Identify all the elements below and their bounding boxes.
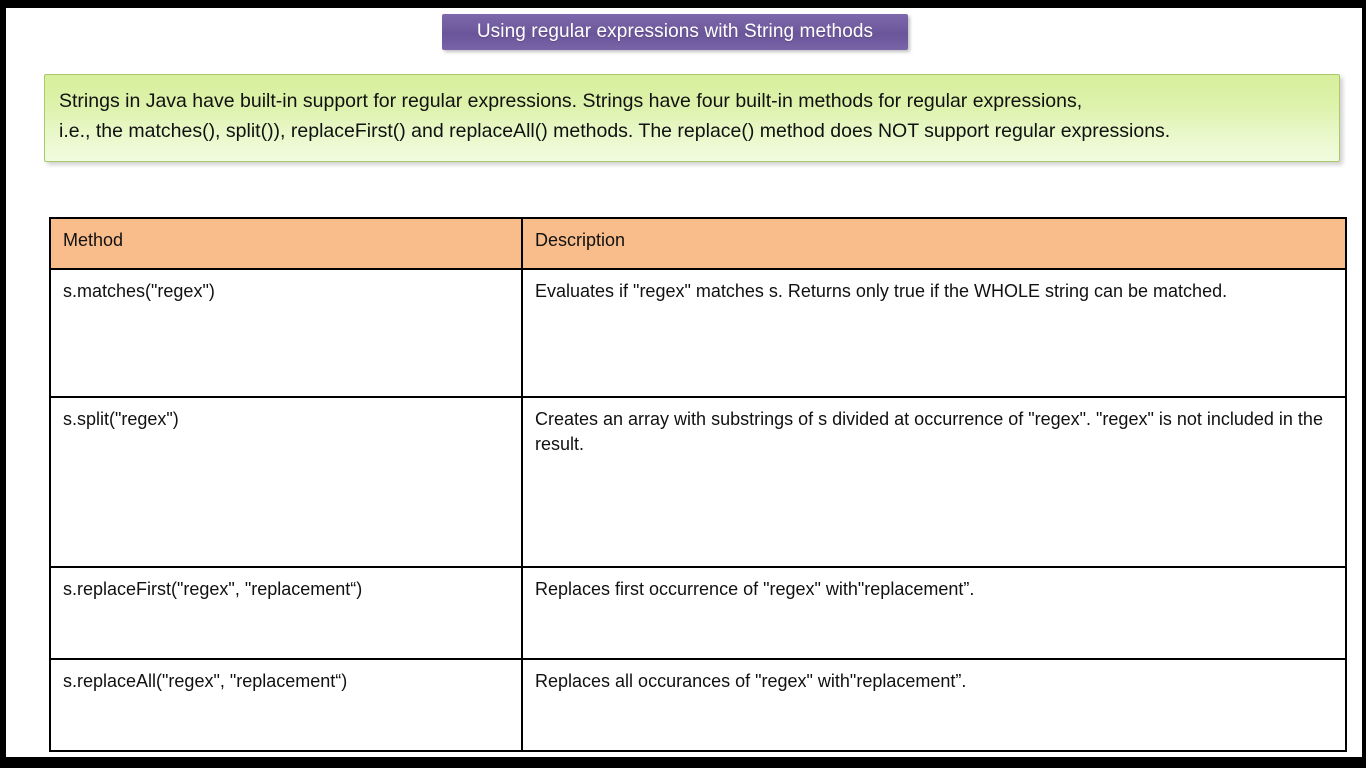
intro-line-2: i.e., the matches(), split()), replaceFi…	[59, 120, 1171, 142]
cell-description: Replaces all occurances of "regex" with"…	[521, 658, 1347, 752]
cell-method: s.replaceFirst("regex", "replacement“)	[49, 566, 523, 660]
table-row: s.matches("regex") Evaluates if "regex" …	[49, 268, 1347, 398]
intro-line-1: Strings in Java have built-in support fo…	[59, 90, 1083, 112]
cell-method: s.replaceAll("regex", "replacement“)	[49, 658, 523, 752]
cell-method: s.split("regex")	[49, 396, 523, 568]
intro-callout: Strings in Java have built-in support fo…	[44, 74, 1340, 162]
cell-method: s.matches("regex")	[49, 268, 523, 398]
page-title: Using regular expressions with String me…	[476, 21, 874, 42]
cell-description: Replaces first occurrence of "regex" wit…	[521, 566, 1347, 660]
slide-title-banner: Using regular expressions with String me…	[442, 14, 908, 50]
table-row: s.replaceAll("regex", "replacement“) Rep…	[49, 658, 1347, 752]
cell-description: Evaluates if "regex" matches s. Returns …	[521, 268, 1347, 398]
table-row: s.split("regex") Creates an array with s…	[49, 396, 1347, 568]
table-header-row: Method Description	[49, 217, 1347, 270]
string-regex-methods-table: Method Description s.matches("regex") Ev…	[49, 217, 1347, 752]
column-header-method: Method	[49, 217, 523, 270]
slide-canvas: Using regular expressions with String me…	[6, 8, 1362, 757]
column-header-description: Description	[521, 217, 1347, 270]
cell-description: Creates an array with substrings of s di…	[521, 396, 1347, 568]
table-row: s.replaceFirst("regex", "replacement“) R…	[49, 566, 1347, 660]
